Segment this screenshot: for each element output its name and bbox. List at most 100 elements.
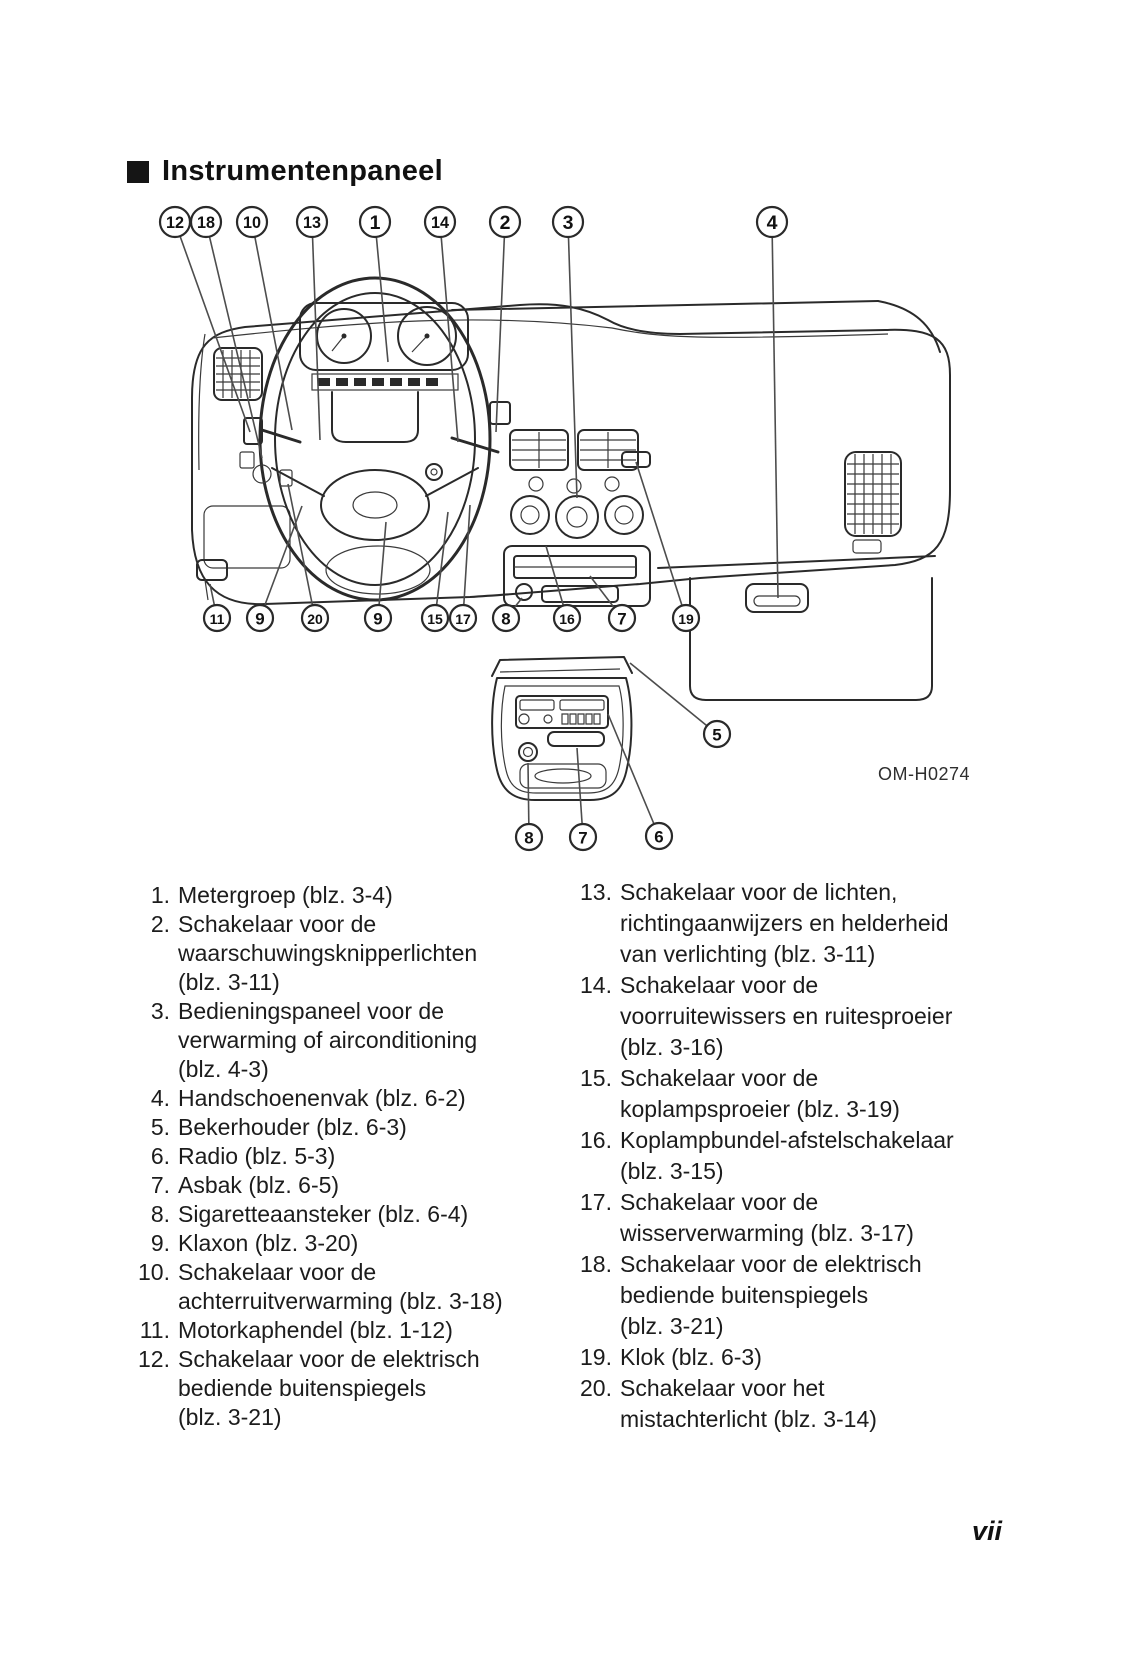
callout-number: 19 (678, 611, 694, 627)
list-item-number: 6. (150, 1143, 170, 1169)
list-item-number: 20. (580, 1375, 612, 1401)
callout-number: 15 (427, 611, 443, 627)
list-item-number: 2. (150, 911, 170, 937)
callout-circle (448, 603, 478, 633)
square-bullet-icon (127, 160, 149, 183)
list-item-text: Klaxon (blz. 3-20) (178, 1230, 359, 1256)
callout-leader-line (771, 221, 779, 599)
callout-1: 1 (358, 205, 392, 363)
page-title: Instrumentenpaneel (162, 155, 443, 187)
callout-leader-line (495, 221, 506, 433)
callout-leader-line (174, 221, 251, 433)
list-item-number: 5. (150, 1114, 170, 1140)
list-item-number: 17. (580, 1189, 612, 1215)
list-item-number: 1. (150, 882, 170, 908)
callout-number: 2 (500, 212, 511, 234)
callout-leader-line (629, 662, 718, 735)
list-item-text: Metergroep (blz. 3-4) (178, 882, 393, 908)
list-item: 4.Handschoenenvak (blz. 6-2) (126, 1084, 546, 1113)
list-item-text: Bekerhouder (blz. 6-3) (178, 1114, 407, 1140)
callout-12: 12 (158, 205, 251, 433)
callout-circle (202, 603, 232, 633)
callout-circle (607, 603, 637, 633)
callout-circle (295, 205, 329, 239)
callout-number: 9 (255, 610, 264, 629)
callout-number: 18 (197, 214, 215, 232)
callout-leader-line (251, 221, 293, 431)
callout-number: 5 (712, 726, 721, 745)
list-item: 5. Bekerhouder (blz. 6-3) (126, 1113, 546, 1142)
callout-circle (491, 603, 521, 633)
callout-circle (420, 603, 450, 633)
callout-17: 17 (448, 504, 478, 633)
list-item-number: 15. (580, 1065, 612, 1091)
callout-number: 1 (370, 212, 381, 234)
callout-leader-line (439, 221, 459, 443)
callout-leader-line (377, 521, 387, 619)
list-item: 6. Radio (blz. 5-3) (126, 1142, 546, 1171)
list-item-text: Koplampbundel-afstelschakelaar(blz. 3-15… (620, 1127, 954, 1184)
callout-circle (551, 205, 585, 239)
callout-circle (488, 205, 522, 239)
list-item: 8.Sigaretteaansteker (blz. 6-4) (126, 1200, 546, 1229)
list-item-number: 19. (580, 1344, 612, 1370)
callout-7: 7 (589, 575, 637, 633)
callout-number: 4 (767, 212, 778, 234)
callout-number: 17 (455, 611, 471, 627)
callout-3: 3 (551, 205, 585, 499)
list-item: 9. Klaxon (blz. 3-20) (126, 1229, 546, 1258)
callout-circle (568, 822, 598, 852)
callout-circle (702, 719, 732, 749)
callout-leader-line (462, 504, 471, 619)
list-item-number: 14. (580, 972, 612, 998)
console-detail-drawing (491, 656, 633, 801)
callout-20: 20 (287, 483, 330, 633)
callout-circle (671, 603, 701, 633)
list-item-number: 13. (580, 879, 612, 905)
callout-number: 20 (307, 611, 323, 627)
callout-leader-line (434, 511, 449, 619)
callout-number: 10 (243, 214, 261, 232)
list-item-number: 7. (150, 1172, 170, 1198)
callout-9: 9 (245, 505, 303, 633)
list-item: 19.Klok (blz. 6-3) (568, 1342, 998, 1373)
callout-circle (189, 205, 223, 239)
section-header: Instrumentenpaneel (127, 155, 443, 188)
list-item-number: 12. (138, 1346, 170, 1372)
callout-circle (245, 603, 275, 633)
list-item: 7.Asbak (blz. 6-5) (126, 1171, 546, 1200)
callout-5: 5 (629, 662, 732, 749)
callout-circle (358, 205, 392, 239)
callout-number: 8 (501, 610, 510, 629)
callout-number: 7 (578, 829, 587, 848)
callout-number: 11 (210, 611, 225, 627)
figure-code: OM-H0274 (878, 764, 971, 784)
callout-number: 3 (563, 212, 574, 234)
callout-8: 8 (491, 597, 523, 633)
callout-10: 10 (235, 205, 293, 431)
list-item-number: 11. (139, 1317, 170, 1343)
callout-number: 13 (303, 214, 321, 232)
callout-8: 8 (514, 762, 544, 852)
list-item-number: 9. (150, 1230, 170, 1256)
callout-circle (514, 822, 544, 852)
callout-leader-line (635, 461, 687, 619)
list-item-text: Sigaretteaansteker (blz. 6-4) (178, 1201, 469, 1227)
list-item-text: Radio (blz. 5-3) (178, 1143, 336, 1169)
list-item-text: Handschoenenvak (blz. 6-2) (178, 1085, 466, 1111)
